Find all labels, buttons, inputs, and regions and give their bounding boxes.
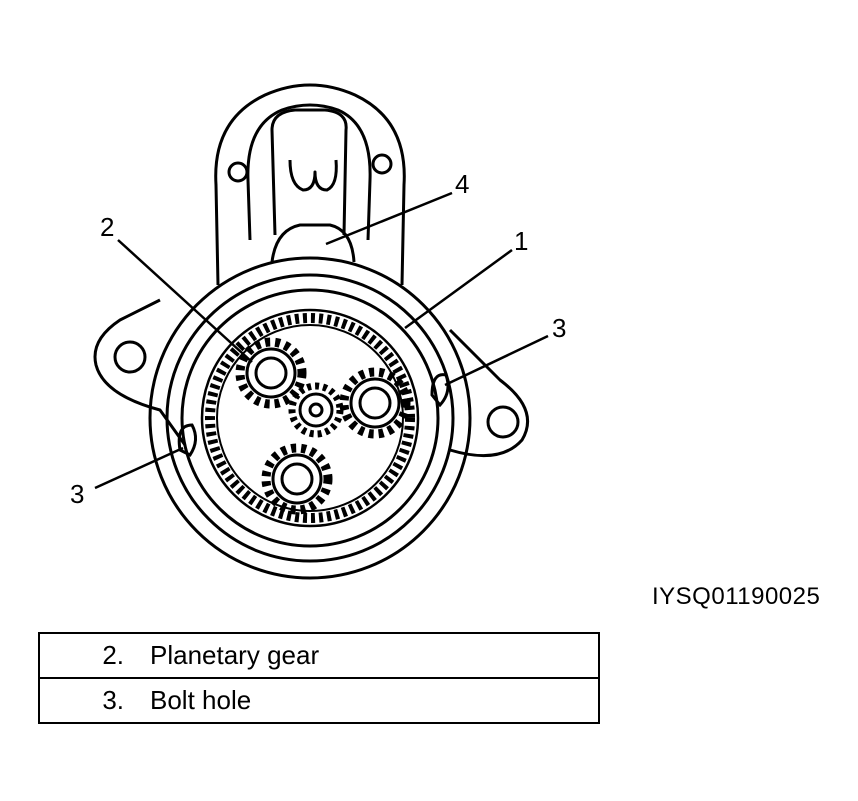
- legend-label: Bolt hole: [124, 677, 599, 723]
- callout-1: 1: [514, 226, 528, 256]
- starter-planetary-gear-diagram: 4 2 1 3 3: [70, 83, 566, 580]
- flange-hole-left: [113, 340, 147, 374]
- planetary-gear-bottom: [261, 443, 333, 515]
- mounting-flange: [93, 298, 530, 458]
- legend-label: Planetary gear: [150, 640, 320, 670]
- callout-4: 4: [455, 169, 469, 199]
- figure-code: IYSQ01190025: [652, 583, 821, 610]
- sun-gear: [288, 382, 344, 438]
- flange-hole-right: [486, 405, 520, 439]
- legend-table: 2. Planetary gear 3. Bolt hole: [38, 632, 600, 724]
- housing-inner-ring: [180, 288, 440, 548]
- planetary-gear-right: [339, 367, 411, 439]
- terminal-housing: [214, 83, 406, 286]
- ring-gear-outer: [200, 308, 420, 528]
- planetary-gear-top-left: [235, 337, 307, 409]
- leader-line-3-right: [444, 334, 549, 387]
- ring-gear-teeth: [205, 313, 415, 523]
- legend-number: 2.: [102, 640, 124, 670]
- callout-3-right: 3: [552, 313, 566, 343]
- legend-row: 3. Bolt hole: [39, 677, 599, 723]
- bolt-hole-right: [430, 373, 450, 408]
- housing-hole-right: [371, 153, 393, 175]
- legend-row: 2. Planetary gear: [39, 633, 599, 678]
- terminal-inner-frame: [246, 103, 372, 241]
- ring-gear-inner: [216, 324, 404, 512]
- housing-outer-ring: [148, 256, 472, 580]
- housing-mid-ring: [165, 273, 455, 563]
- housing-hole-left: [227, 161, 249, 183]
- leader-line-2: [117, 239, 253, 363]
- leader-line-4: [325, 191, 453, 246]
- leader-line-3-left: [94, 446, 184, 490]
- terminal-clip: [288, 159, 338, 192]
- legend-number: 3.: [39, 677, 124, 723]
- leader-line-1: [404, 248, 513, 330]
- callout-3-left: 3: [70, 479, 84, 509]
- shaft-boss: [270, 223, 356, 263]
- bolt-hole-left: [177, 423, 197, 457]
- callout-2: 2: [100, 212, 114, 242]
